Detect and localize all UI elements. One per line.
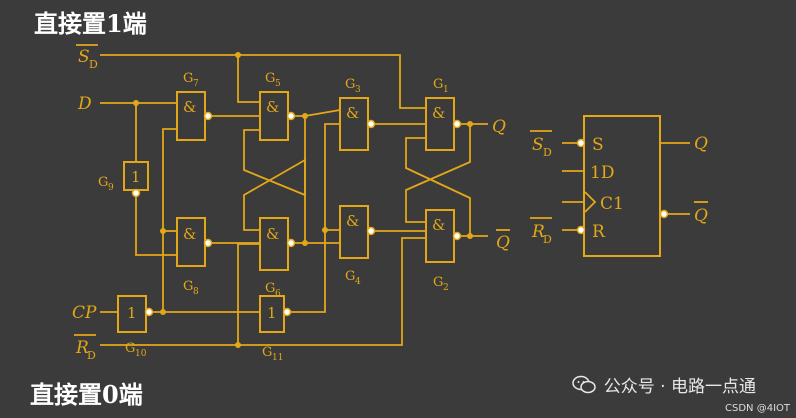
svg-text:2: 2: [443, 283, 449, 293]
pin-1d-label: 1D: [590, 163, 614, 183]
wechat-icon: [572, 375, 596, 393]
symbol-rd-label: R D: [530, 217, 552, 246]
svg-text:&: &: [346, 104, 359, 122]
svg-text:G: G: [265, 281, 275, 296]
svg-text:G: G: [183, 279, 193, 294]
svg-text:9: 9: [108, 183, 114, 193]
signal-d-label: D: [77, 94, 92, 114]
pin-r-label: R: [592, 222, 606, 242]
svg-text:D: D: [87, 349, 96, 362]
dff-symbol-block: S 1D C1 R S D R D Q Q: [530, 115, 708, 257]
svg-text:&: &: [346, 212, 359, 230]
signal-rd-label: R D: [74, 334, 96, 362]
pin-c1-label: C1: [600, 194, 624, 214]
svg-text:G: G: [345, 269, 355, 284]
svg-text:S: S: [78, 47, 90, 67]
svg-text:7: 7: [193, 79, 199, 89]
svg-text:Q: Q: [694, 206, 708, 226]
title-set-terminal: 直接置1端: [34, 9, 147, 38]
svg-text:G: G: [183, 71, 193, 86]
gate-g1: & G 1: [425, 77, 462, 151]
gate-g2: & G 2: [425, 209, 462, 293]
title-reset-terminal: 直接置0端: [30, 380, 143, 409]
gate-g11: 1 G 11: [259, 295, 292, 363]
gate-g5: & G 5: [259, 71, 296, 141]
svg-text:&: &: [432, 104, 445, 122]
signal-cp-label: CP: [72, 303, 97, 323]
svg-text:1: 1: [443, 85, 449, 95]
signal-q-label: Q: [492, 117, 506, 137]
gate-g9: 1 G 9: [98, 161, 149, 198]
watermark-text: 公众号 · 电路一点通: [603, 377, 756, 397]
gate-g3: & G 3: [339, 77, 376, 151]
signal-qbar-label: Q: [496, 229, 510, 253]
svg-text:G: G: [433, 77, 443, 92]
svg-text:5: 5: [275, 79, 281, 89]
symbol-q-label: Q: [694, 134, 708, 154]
gate-g8: & G 8: [176, 217, 213, 297]
gate-g7: & G 7: [176, 71, 213, 141]
gate-g6: & G 6: [259, 217, 296, 299]
svg-text:G: G: [125, 341, 135, 356]
svg-text:G: G: [265, 71, 275, 86]
svg-text:1: 1: [127, 304, 137, 322]
symbol-sd-label: S D: [530, 130, 552, 159]
svg-text:&: &: [432, 216, 445, 234]
svg-text:G: G: [98, 175, 108, 190]
svg-text:4: 4: [355, 277, 361, 287]
svg-text:G: G: [345, 77, 355, 92]
svg-text:R: R: [75, 338, 89, 358]
svg-text:D: D: [543, 146, 552, 159]
svg-text:1: 1: [267, 304, 277, 322]
svg-text:Q: Q: [496, 233, 510, 253]
svg-text:&: &: [266, 98, 279, 116]
svg-text:11: 11: [272, 353, 283, 363]
pin-s-label: S: [592, 135, 604, 155]
svg-text:&: &: [266, 225, 279, 243]
svg-text:D: D: [543, 233, 552, 246]
gate-g10: 1 G 10: [117, 295, 154, 359]
watermark: 公众号 · 电路一点通: [572, 372, 756, 397]
signal-sd-label: S D: [76, 44, 98, 71]
svg-text:3: 3: [355, 85, 361, 95]
junction-dots: [133, 52, 473, 348]
symbol-qbar-label: Q: [694, 201, 708, 226]
wires: [100, 54, 488, 346]
svg-text:S: S: [532, 135, 544, 155]
svg-text:G: G: [262, 345, 272, 360]
csdn-credit: CSDN @4IOT: [725, 403, 790, 414]
svg-text:10: 10: [135, 349, 147, 359]
svg-text:6: 6: [275, 289, 281, 299]
gate-g4: & G 4: [339, 205, 376, 287]
svg-text:&: &: [183, 225, 196, 243]
svg-text:&: &: [183, 98, 196, 116]
svg-text:8: 8: [193, 287, 199, 297]
svg-text:D: D: [89, 58, 98, 71]
svg-text:G: G: [433, 275, 443, 290]
svg-text:1: 1: [131, 168, 141, 186]
svg-text:R: R: [531, 222, 545, 242]
